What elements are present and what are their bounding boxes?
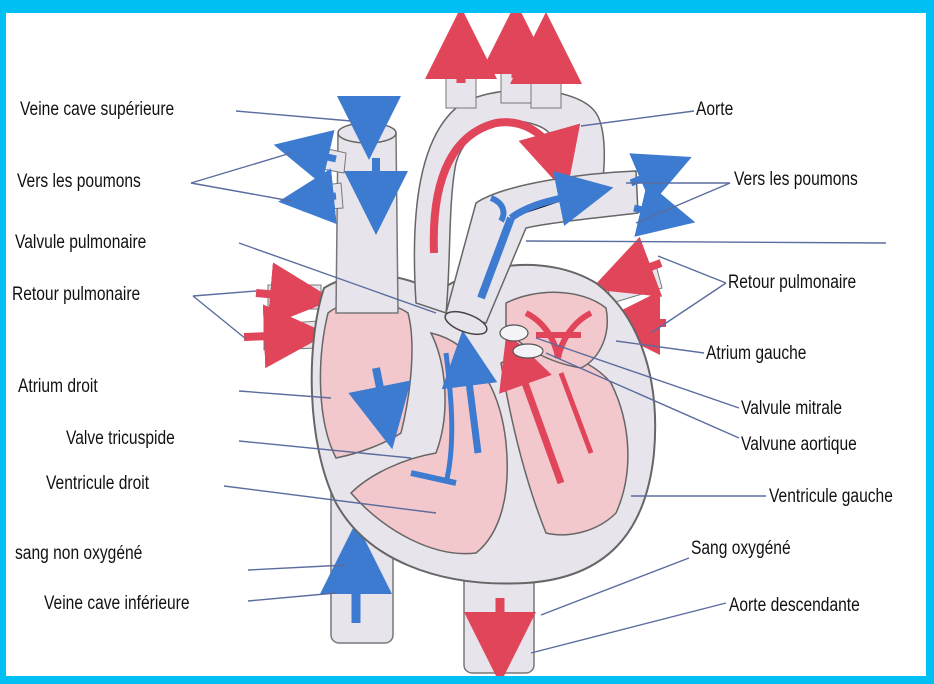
label-retour-pulmonaire-right: Retour pulmonaire: [728, 272, 856, 294]
label-sang-non-oxygene: sang non oxygéné: [15, 543, 142, 565]
label-aorte-descendante: Aorte descendante: [729, 595, 860, 617]
label-valvune-aortique: Valvune aortique: [741, 434, 857, 456]
label-aorte: Aorte: [696, 99, 733, 121]
descending-aorta: [464, 573, 534, 673]
label-retour-pulmonaire-left: Retour pulmonaire: [12, 284, 140, 306]
label-veine-cave-superieure: Veine cave supérieure: [20, 99, 174, 121]
label-ventricule-droit: Ventricule droit: [46, 473, 149, 495]
label-vers-poumons-right: Vers les poumons: [734, 169, 858, 191]
diagram-canvas: Veine cave supérieure Vers les poumons V…: [6, 13, 926, 676]
aortic-valve-shape: [513, 344, 543, 358]
label-atrium-gauche: Atrium gauche: [706, 343, 806, 365]
label-vers-poumons-left: Vers les poumons: [17, 171, 141, 193]
label-valvule-pulmonaire: Valvule pulmonaire: [15, 232, 146, 254]
label-ventricule-gauche: Ventricule gauche: [769, 486, 893, 508]
mitral-valve-shape: [500, 325, 528, 341]
pulmonary-veins-left: [244, 285, 321, 350]
label-valvule-mitrale: Valvule mitrale: [741, 398, 842, 420]
label-veine-cave-inferieure: Veine cave inférieure: [44, 593, 190, 615]
right-atrium-chamber: [320, 302, 412, 458]
label-atrium-droit: Atrium droit: [18, 376, 98, 398]
superior-vena-cava: [336, 105, 398, 313]
label-valve-tricuspide: Valve tricuspide: [66, 428, 175, 450]
label-sang-oxygene: Sang oxygéné: [691, 538, 791, 560]
